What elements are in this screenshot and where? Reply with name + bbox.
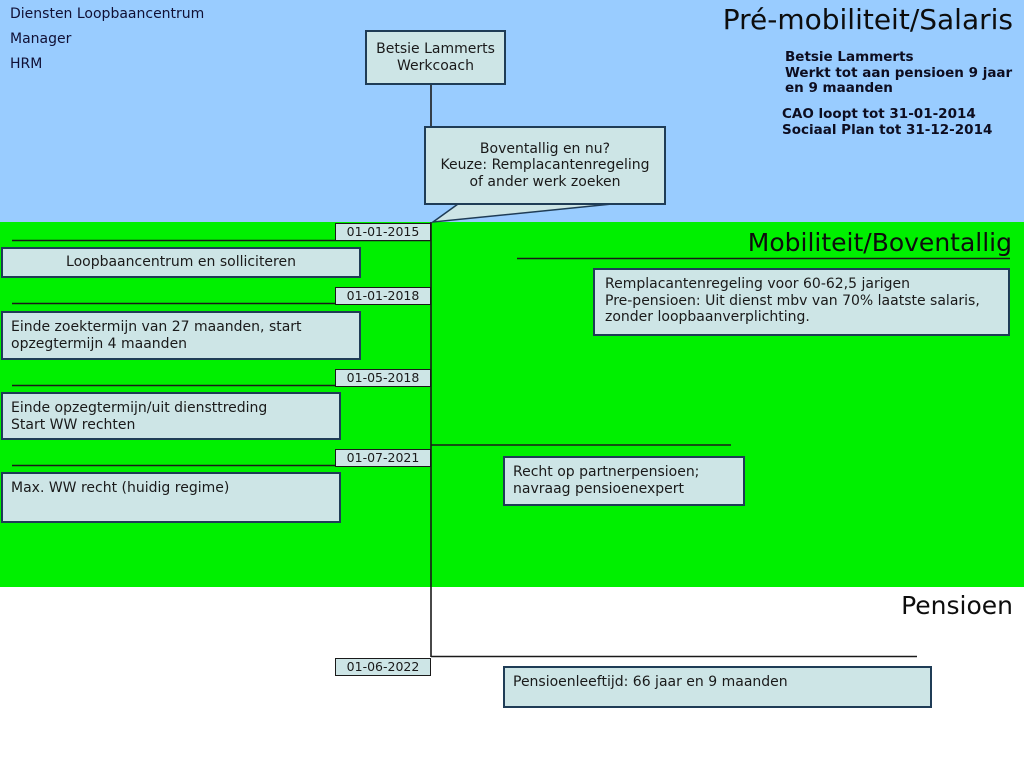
event-box-opzegtermijn: Einde opzegtermijn/uit diensttreding Sta… — [1, 392, 341, 440]
timeline-date-01-06-2022: 01-06-2022 — [335, 658, 431, 676]
callout-bubble: Boventallig en nu? Keuze: Remplacantenre… — [424, 126, 666, 205]
cao-info-text: CAO loopt tot 31-01-2014 Sociaal Plan to… — [782, 106, 993, 138]
person-info-text: Betsie Lammerts Werkt tot aan pensioen 9… — [785, 49, 1013, 96]
section-title-premobiliteit: Pré-mobiliteit/Salaris — [722, 3, 1013, 36]
event-box-max-ww: Max. WW recht (huidig regime) — [1, 472, 341, 523]
callout-tail — [430, 203, 613, 224]
org-label-manager: Manager — [10, 31, 72, 47]
event-box-partnerpensioen: Recht op partnerpensioen; navraag pensio… — [503, 456, 745, 506]
section-title-mobiliteit: Mobiliteit/Boventallig — [747, 228, 1012, 257]
event-box-pensioenleeftijd: Pensioenleeftijd: 66 jaar en 9 maanden — [503, 666, 932, 708]
org-label-loopbaancentrum: Diensten Loopbaancentrum — [10, 6, 205, 22]
timeline-date-01-05-2018: 01-05-2018 — [335, 369, 431, 387]
timeline-date-01-01-2015: 01-01-2015 — [335, 223, 431, 241]
event-box-loopbaancentrum: Loopbaancentrum en solliciteren — [1, 247, 361, 278]
org-label-hrm: HRM — [10, 56, 43, 72]
section-title-pensioen: Pensioen — [901, 591, 1013, 620]
timeline-date-01-07-2021: 01-07-2021 — [335, 449, 431, 467]
event-box-zoektermijn: Einde zoektermijn van 27 maanden, start … — [1, 311, 361, 360]
timeline-date-01-01-2018: 01-01-2018 — [335, 287, 431, 305]
event-box-remplacantenregeling: Remplacantenregeling voor 60-62,5 jarige… — [593, 268, 1010, 336]
actor-box: Betsie Lammerts Werkcoach — [365, 30, 506, 85]
